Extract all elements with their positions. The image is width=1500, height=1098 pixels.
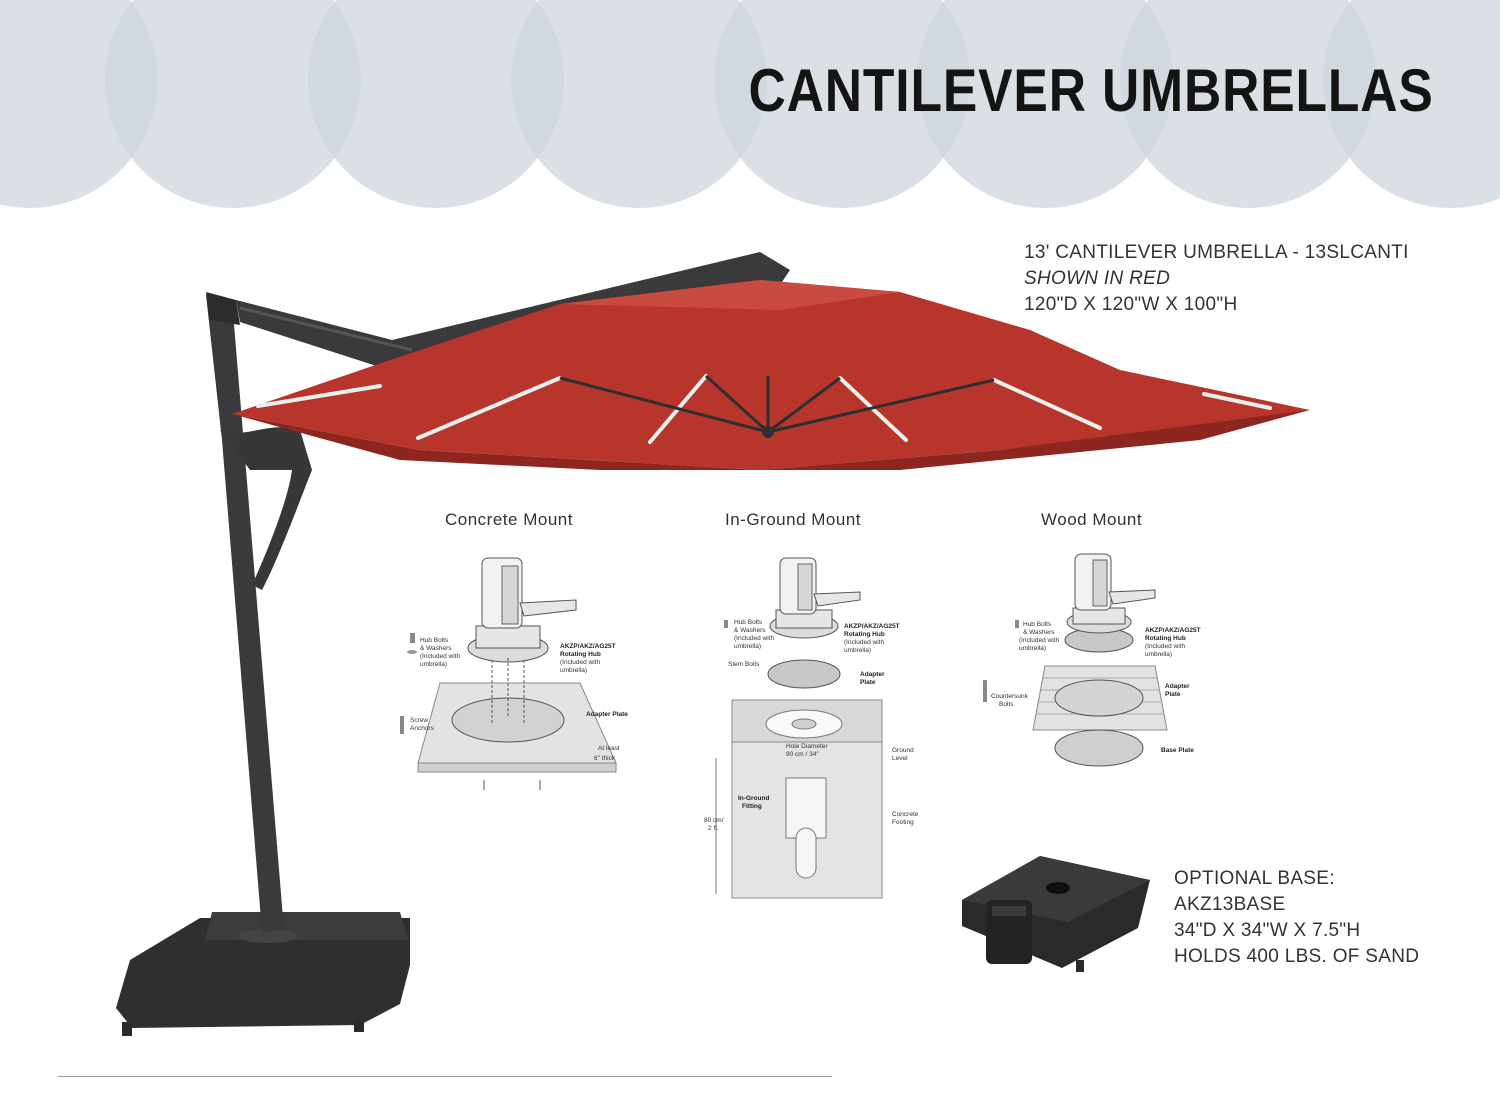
- product-name: 13' CANTILEVER UMBRELLA - 13SLCANTI: [1024, 242, 1409, 263]
- label-hole: Hole Diameter: [786, 743, 828, 750]
- umbrella-mast: [206, 295, 284, 932]
- label-adapter: Adapter: [860, 671, 885, 678]
- product-spec: 13' CANTILEVER UMBRELLA - 13SLCANTI SHOW…: [1024, 240, 1409, 318]
- product-color-note: SHOWN IN RED: [1024, 268, 1171, 289]
- label-screw: Screw: [410, 717, 428, 724]
- label-included-2: umbrella): [1019, 645, 1046, 652]
- label-base-plate: Base Plate: [1161, 747, 1194, 754]
- wood-mount-title: Wood Mount: [1041, 510, 1143, 529]
- label-depth-ft: 2 ft.: [708, 825, 719, 832]
- label-ground: Ground: [892, 747, 914, 754]
- label-hub-bolts: Hub Bolts: [734, 619, 763, 626]
- optional-base-heading: OPTIONAL BASE:: [1174, 868, 1335, 889]
- label-hub-included: (Included with: [560, 659, 600, 666]
- circle-pattern: [0, 0, 1500, 208]
- label-included: (Included with: [1019, 637, 1059, 644]
- in-ground-mount-title: In-Ground Mount: [725, 510, 862, 529]
- label-footing: Footing: [892, 819, 914, 826]
- label-adapter: Adapter: [1165, 683, 1190, 690]
- label-depth: 80 cm/: [704, 817, 724, 824]
- concrete-mount-diagram: Hub Bolts & Washers (Included with umbre…: [400, 557, 628, 790]
- umbrella-base: [116, 918, 410, 1028]
- label-adapter-plate: Adapter Plate: [586, 711, 628, 718]
- label-hub-name: Rotating Hub: [560, 651, 601, 658]
- label-included: (Included with: [420, 653, 460, 660]
- label-included-2: umbrella): [734, 643, 761, 650]
- optional-base-spec: OPTIONAL BASE: AKZ13BASE 34"D X 34"W X 7…: [1174, 866, 1419, 970]
- product-dimensions: 120"D X 120"W X 100"H: [1024, 294, 1238, 315]
- label-level: Level: [892, 755, 908, 762]
- label-hub-name: Rotating Hub: [844, 631, 885, 638]
- in-ground-mount-diagram: Hub Bolts & Washers (Included with umbre…: [704, 557, 919, 899]
- header-banner: [0, 0, 1500, 210]
- page-title: CANTILEVER UMBRELLAS: [748, 57, 1434, 124]
- concrete-mount-title: Concrete Mount: [445, 510, 573, 529]
- label-stem-bolts: Stem Bolts: [728, 661, 760, 668]
- label-hub-bolts: Hub Bolts: [420, 637, 449, 644]
- label-hub-included-2: umbrella): [844, 647, 871, 654]
- label-hub-bolts: Hub Bolts: [1023, 621, 1052, 628]
- label-bolts: Bolts: [999, 701, 1014, 708]
- optional-base-capacity: HOLDS 400 LBS. OF SAND: [1174, 946, 1420, 967]
- optional-base-model: AKZ13BASE: [1174, 894, 1286, 915]
- label-hole-size: 90 cm / 34": [786, 751, 819, 758]
- label-included: (Included with: [734, 635, 774, 642]
- umbrella-arm: [236, 252, 790, 380]
- umbrella-canopy: [232, 280, 1310, 470]
- label-included-2: umbrella): [420, 661, 447, 668]
- label-countersunk: Countersunk: [991, 693, 1029, 700]
- label-plate: Plate: [860, 679, 876, 686]
- label-fitting-2: Fitting: [742, 803, 762, 810]
- label-at-least: At least: [598, 745, 620, 752]
- label-hub-model: AKZP/AKZ/AG25T: [560, 643, 616, 650]
- optional-base-dimensions: 34"D X 34"W X 7.5"H: [1174, 920, 1361, 941]
- label-fitting: In-Ground: [738, 795, 769, 802]
- label-plate: Plate: [1165, 691, 1181, 698]
- optional-base-image: [962, 856, 1150, 972]
- label-hub-included-2: umbrella): [560, 667, 587, 674]
- label-thick: 6" thick: [594, 755, 616, 762]
- wood-mount-diagram: Hub Bolts & Washers (Included with umbre…: [983, 553, 1201, 767]
- label-hub-name: Rotating Hub: [1145, 635, 1186, 642]
- label-hub-model: AKZP/AKZ/AG25T: [1145, 627, 1201, 634]
- label-hub-included: (Included with: [844, 639, 884, 646]
- footer-divider: [58, 1076, 832, 1077]
- label-hub-model: AKZP/AKZ/AG25T: [844, 623, 900, 630]
- label-concrete: Concrete: [892, 811, 919, 818]
- label-anchors: Anchors: [410, 725, 435, 732]
- label-hub-included-2: umbrella): [1145, 651, 1172, 658]
- label-washers: & Washers: [1023, 629, 1055, 636]
- label-washers: & Washers: [420, 645, 452, 652]
- label-hub-included: (Included with: [1145, 643, 1185, 650]
- label-washers: & Washers: [734, 627, 766, 634]
